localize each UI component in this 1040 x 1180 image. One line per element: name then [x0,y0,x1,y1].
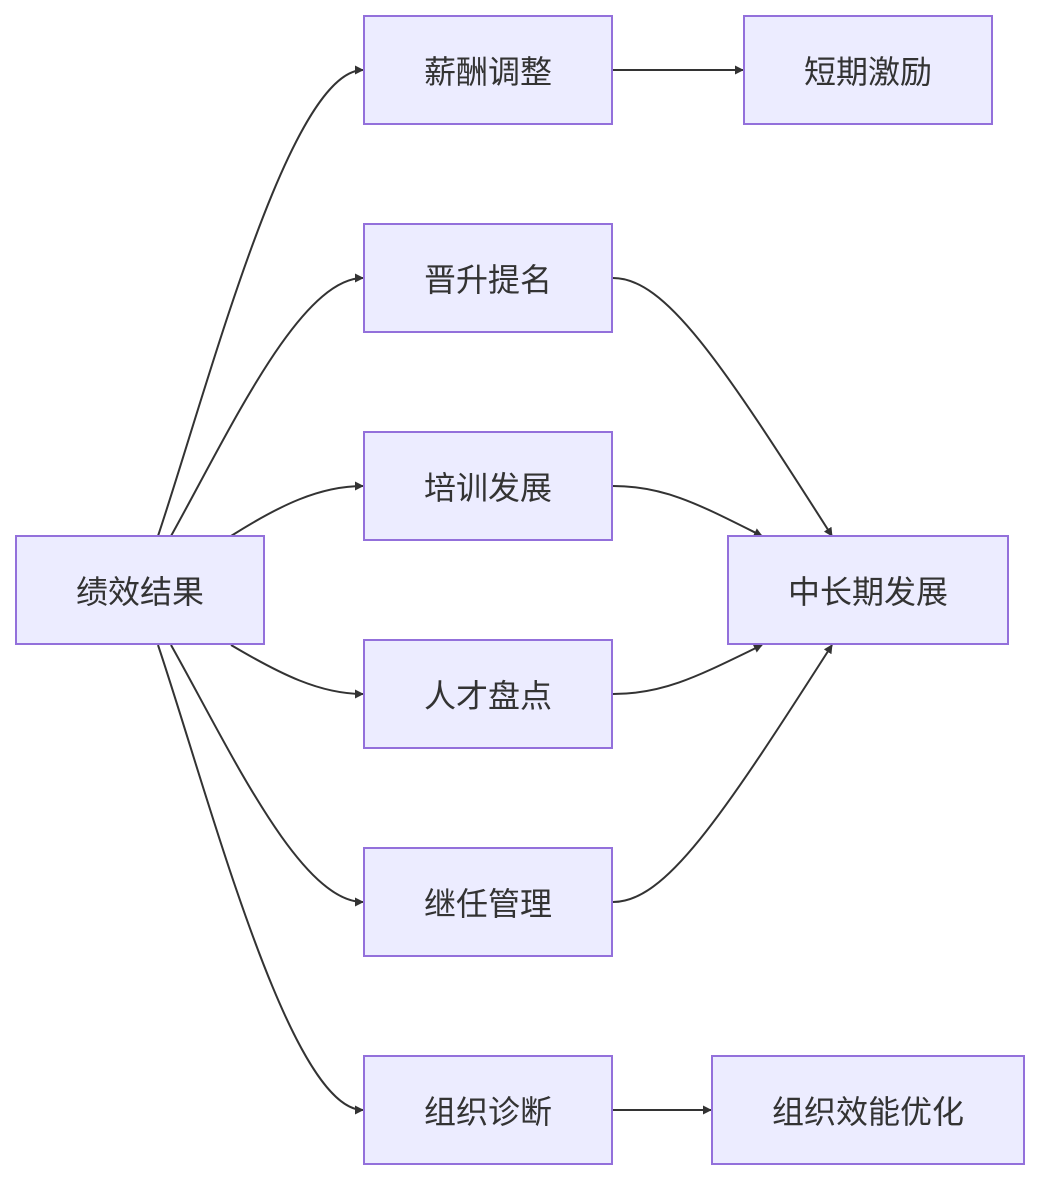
node-mid-long-term-development[interactable]: 中长期发展 [727,535,1009,645]
node-label: 培训发展 [423,469,552,507]
edge-training-to-mid-long-term [612,485,763,537]
edge-succession-to-mid-long-term [612,644,833,903]
node-org-effectiveness[interactable]: 组织效能优化 [711,1055,1025,1165]
node-short-term-incentive[interactable]: 短期激励 [743,15,993,125]
node-salary-adjustment[interactable]: 薪酬调整 [363,15,613,125]
edge-promotion-to-mid-long-term [612,277,833,537]
node-performance-result[interactable]: 绩效结果 [15,535,265,645]
node-training-development[interactable]: 培训发展 [363,431,613,541]
node-label: 中长期发展 [787,573,948,611]
node-org-diagnosis[interactable]: 组织诊断 [363,1055,613,1165]
node-label: 晋升提名 [423,261,552,299]
node-talent-review[interactable]: 人才盘点 [363,639,613,749]
edge-talent-review-to-mid-long-term [612,644,763,695]
node-label: 组织诊断 [423,1093,552,1131]
edge-performance-to-training [230,481,364,537]
edge-performance-to-promotion [170,273,364,537]
edge-performance-to-succession [170,644,364,907]
node-label: 人才盘点 [423,677,552,715]
node-label: 短期激励 [803,53,932,91]
node-promotion-nomination[interactable]: 晋升提名 [363,223,613,333]
edge-performance-to-talent-review [230,644,364,699]
edge-performance-to-org-diagnosis [157,644,364,1115]
node-succession-management[interactable]: 继任管理 [363,847,613,957]
node-label: 继任管理 [423,885,552,923]
node-label: 薪酬调整 [423,53,552,91]
node-label: 组织效能优化 [771,1093,964,1131]
edge-performance-to-salary [157,65,364,537]
node-label: 绩效结果 [75,573,204,611]
